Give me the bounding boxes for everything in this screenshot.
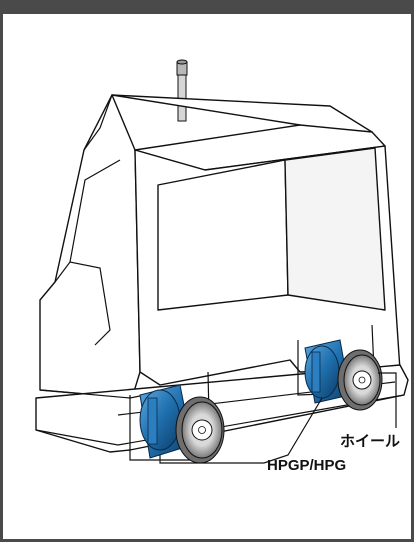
rear-drive-unit: [304, 339, 383, 411]
antenna: [176, 59, 188, 122]
wheel-label: ホイール: [340, 433, 400, 450]
front-drive-unit: [139, 384, 225, 464]
leader-lines: [159, 372, 397, 464]
reducer-label: HPGP/HPG: [267, 457, 346, 474]
